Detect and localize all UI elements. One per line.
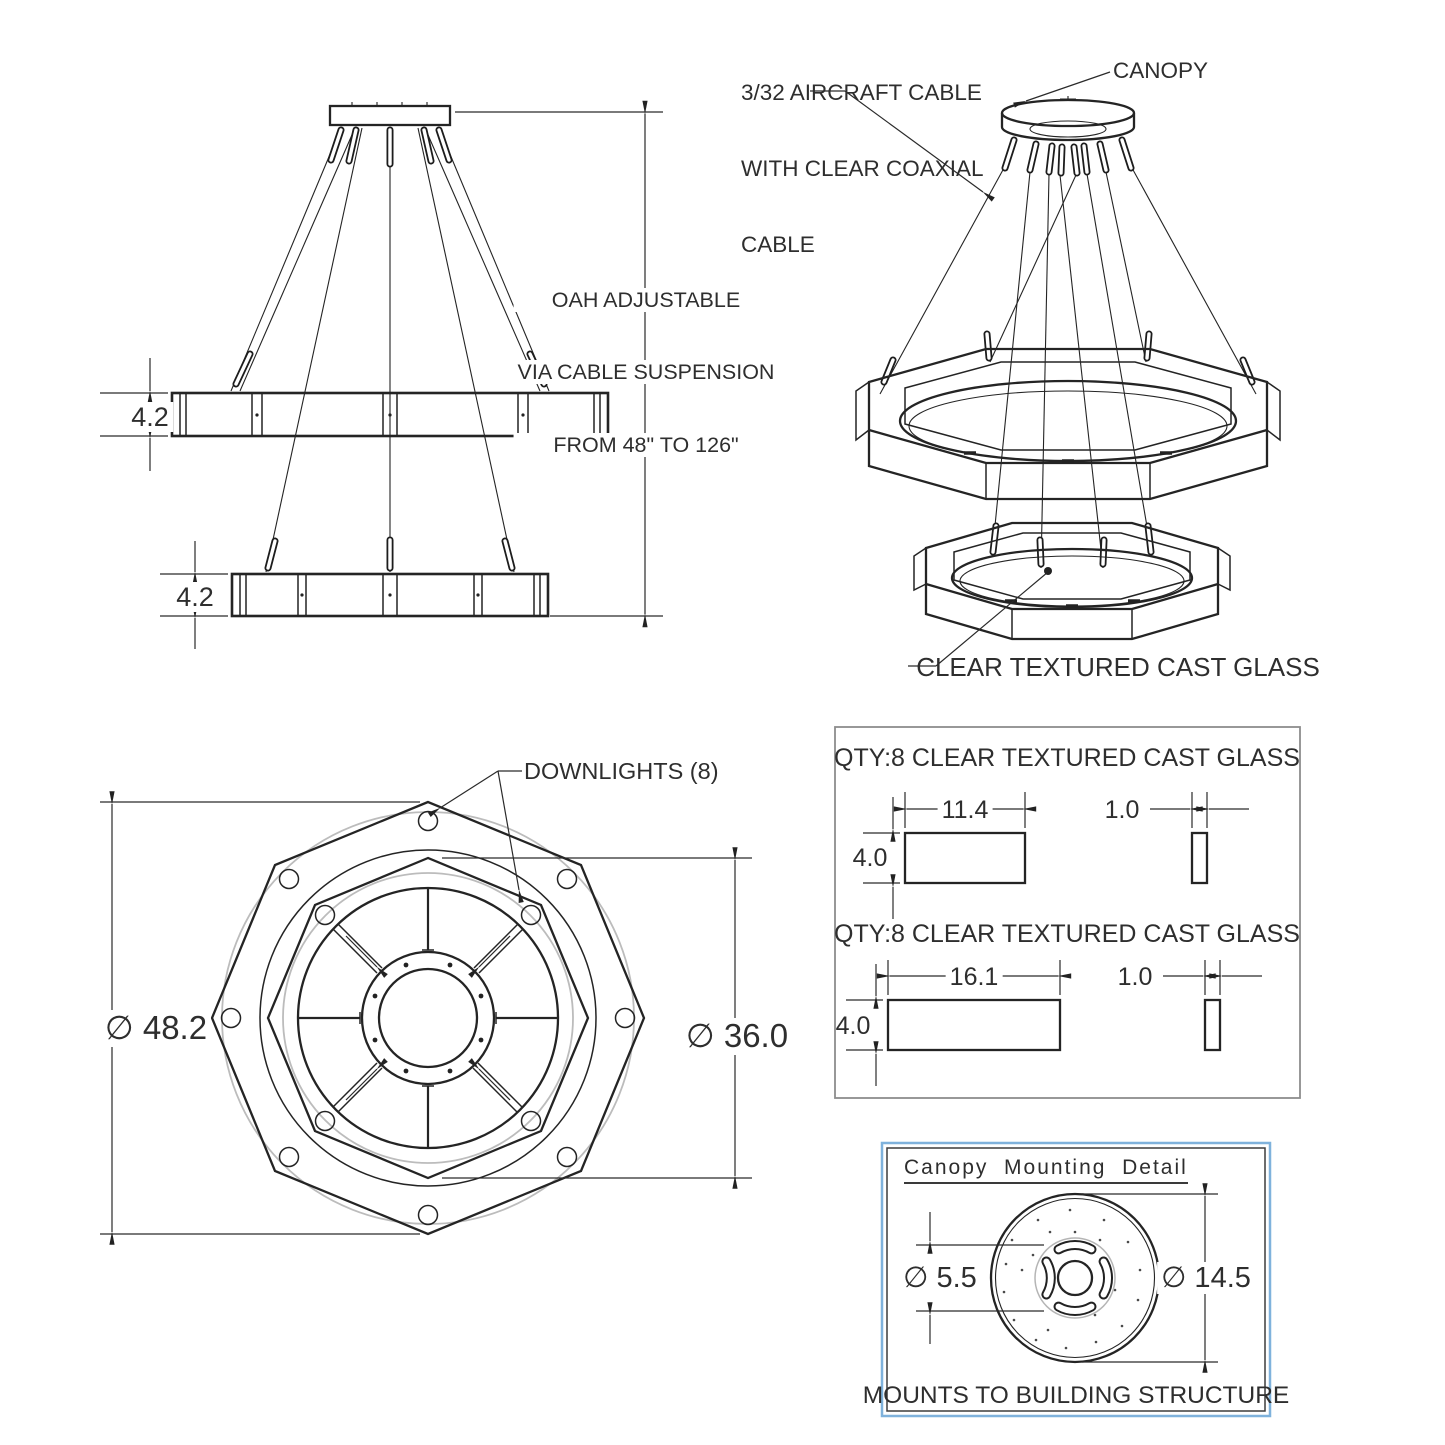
glass-section2-title: QTY:8 CLEAR TEXTURED CAST GLASS	[834, 920, 1300, 948]
cable-turnbuckles-perspective	[880, 136, 1256, 568]
canopy-dimensions	[916, 1183, 1218, 1373]
glass-panel-edge-view-1	[1190, 831, 1209, 885]
glass-section2-width-dim: 16.1	[945, 963, 1003, 991]
glass-section2-height-dim: 4.0	[835, 1012, 871, 1040]
downlights-leader	[427, 770, 524, 903]
suspension-cables-perspective	[879, 136, 1257, 569]
glass-ring-circle-inner	[282, 872, 574, 1164]
outer-octagon	[210, 800, 646, 1236]
outer-downlight-holes	[220, 810, 636, 1226]
canopy-label: CANOPY	[1113, 58, 1209, 83]
glass-panel-edge-view-2	[1203, 998, 1222, 1052]
canopy-detail-footer: MOUNTS TO BUILDING STRUCTURE	[862, 1382, 1290, 1409]
plan-outer-diameter-dim: ∅ 48.2	[100, 1009, 212, 1047]
plan-inner-diameter-dim: ∅ 36.0	[681, 1017, 793, 1055]
lower-ring-front	[230, 572, 550, 618]
canopy-front	[328, 104, 452, 127]
canopy-detail-title: Canopy Mounting Detail	[904, 1156, 1188, 1184]
glass-panel-detail-box	[834, 726, 1301, 1099]
aircraft-cable-label-line1: 3/32 AIRCRAFT CABLE	[741, 80, 982, 106]
lower-ring-height-dim: 4.2	[172, 582, 218, 613]
canopy-plan	[989, 1192, 1161, 1364]
upper-ring-perspective	[855, 347, 1281, 501]
plan-dimensions	[100, 791, 752, 1245]
aircraft-cable-label: 3/32 AIRCRAFT CABLE WITH CLEAR COAXIAL C…	[741, 30, 984, 282]
oah-note-line3: FROM 48" TO 126"	[513, 432, 779, 457]
inner-downlight-holes	[314, 904, 542, 1132]
center-wire-hole	[1056, 1259, 1094, 1297]
glass-panel-inner-ring	[886, 998, 1062, 1052]
upper-ring-height-dim: 4.2	[127, 402, 173, 433]
oah-note-line2: VIA CABLE SUSPENSION	[513, 360, 779, 385]
lower-ring-perspective	[913, 521, 1231, 641]
hub-spokes	[298, 888, 558, 1148]
canopy-diameter-dim: ∅ 14.5	[1157, 1262, 1255, 1295]
inner-octagon	[266, 856, 590, 1180]
canopy-perspective	[1000, 96, 1136, 142]
oah-note: OAH ADJUSTABLE VIA CABLE SUSPENSION FROM…	[513, 240, 779, 481]
perspective-drawing	[810, 71, 1281, 667]
glass-section1-title: QTY:8 CLEAR TEXTURED CAST GLASS	[834, 744, 1300, 772]
glass-section2-thickness-dim: 1.0	[1117, 963, 1153, 991]
plan-view-drawing	[100, 770, 752, 1245]
mounting-slots	[1041, 1239, 1114, 1317]
glass-panel-outer-ring	[903, 831, 1027, 885]
perspective-leaders	[810, 71, 1111, 667]
aircraft-cable-label-line3: CABLE	[741, 231, 815, 257]
glass-section1-height-dim: 4.0	[852, 844, 888, 872]
glass-section1-width-dim: 11.4	[937, 796, 993, 824]
downlights-label: DOWNLIGHTS (8)	[524, 758, 719, 784]
suspension-cables-front	[230, 126, 550, 573]
aircraft-cable-label-line2: WITH CLEAR COAXIAL	[741, 155, 984, 181]
glass-label: CLEAR TEXTURED CAST GLASS	[916, 652, 1320, 682]
oah-note-line1: OAH ADJUSTABLE	[513, 288, 779, 313]
glass-section1-thickness-dim: 1.0	[1104, 796, 1140, 824]
ring-height-dimensions	[100, 358, 228, 649]
canopy-bolt-circle-dim: ∅ 5.5	[903, 1262, 977, 1294]
center-hub	[360, 950, 496, 1086]
